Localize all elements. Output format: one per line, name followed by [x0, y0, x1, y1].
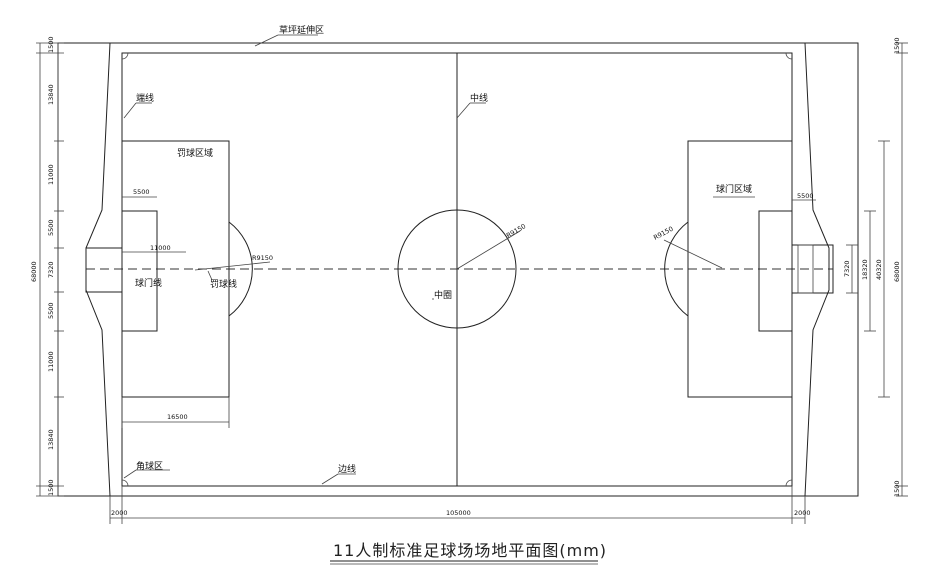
left-penalty-arc	[228, 221, 253, 317]
corner-arc-bl	[121, 479, 129, 487]
right-penalty-arc	[664, 221, 689, 317]
corner-arc-tr	[785, 52, 793, 60]
label-center-line: 中线	[470, 92, 488, 104]
dim-right-goal-area-width: 5500	[797, 192, 814, 200]
left-goal	[85, 247, 123, 293]
dim-right-field-width: 68000	[893, 261, 901, 282]
right-goal-area	[758, 210, 793, 332]
dim-center-radius: R9150	[505, 222, 527, 239]
dim-left-goal-width: 7320	[47, 261, 55, 278]
drawing-title: 11人制标准足球场场地平面图(mm)	[333, 541, 607, 560]
label-end-line: 端线	[136, 92, 154, 104]
dim-left-penalty-area-width: 16500	[167, 413, 188, 421]
left-goal-area	[121, 210, 158, 332]
dim-left-top-segment: 13840	[47, 84, 55, 105]
dim-left-goal-area-top: 5500	[47, 219, 55, 236]
label-goal-line: 球门线	[135, 277, 162, 289]
dim-left-top-margin: 1500	[47, 36, 55, 53]
dim-right-bottom-margin: 1500	[893, 480, 901, 497]
center-radius-leader	[456, 230, 521, 270]
dim-left-penalty-radius: R9150	[252, 254, 273, 262]
dim-left-field-width: 68000	[30, 261, 38, 282]
corner-arc-tl	[121, 52, 129, 60]
dim-left-goal-area-bottom: 5500	[47, 302, 55, 319]
dim-right-penalty-width: 40320	[875, 259, 883, 280]
dim-left-bottom-margin: 1500	[47, 479, 55, 496]
right-dim-chain	[846, 42, 908, 497]
corner-arc-br	[785, 479, 793, 487]
dim-left-runoff: 2000	[111, 509, 128, 517]
left-dim-chain	[36, 42, 64, 497]
dim-left-penalty-spot: 11000	[150, 244, 171, 252]
label-turf-extension: 草坪延伸区	[279, 24, 324, 36]
dim-right-penalty-radius: R9150	[652, 225, 674, 242]
label-corner-area: 角球区	[136, 460, 163, 472]
leader-lines	[123, 34, 755, 485]
dim-right-top-margin: 1500	[893, 37, 901, 54]
label-penalty-area: 罚球区域	[177, 147, 213, 159]
right-goal-inner	[797, 244, 814, 294]
dim-field-length: 105000	[446, 509, 471, 517]
label-center-circle: 中圈	[434, 289, 452, 301]
label-penalty-line: 罚球线	[210, 278, 237, 290]
dim-left-penalty-bottom: 11000	[47, 351, 55, 372]
label-touch-line: 边线	[338, 463, 356, 475]
dim-right-runoff: 2000	[794, 509, 811, 517]
dim-right-goal-width: 7320	[843, 260, 851, 277]
label-goal-area: 球门区域	[716, 183, 752, 195]
dim-left-goal-area-width: 5500	[133, 188, 150, 196]
dim-right-goal-area-width: 18320	[861, 259, 869, 280]
bottom-dim-chain	[109, 486, 806, 524]
dim-left-penalty-top: 11000	[47, 164, 55, 185]
inner-dims	[121, 196, 816, 428]
center-circle	[397, 209, 517, 329]
dim-left-bottom-segment: 13840	[47, 429, 55, 450]
